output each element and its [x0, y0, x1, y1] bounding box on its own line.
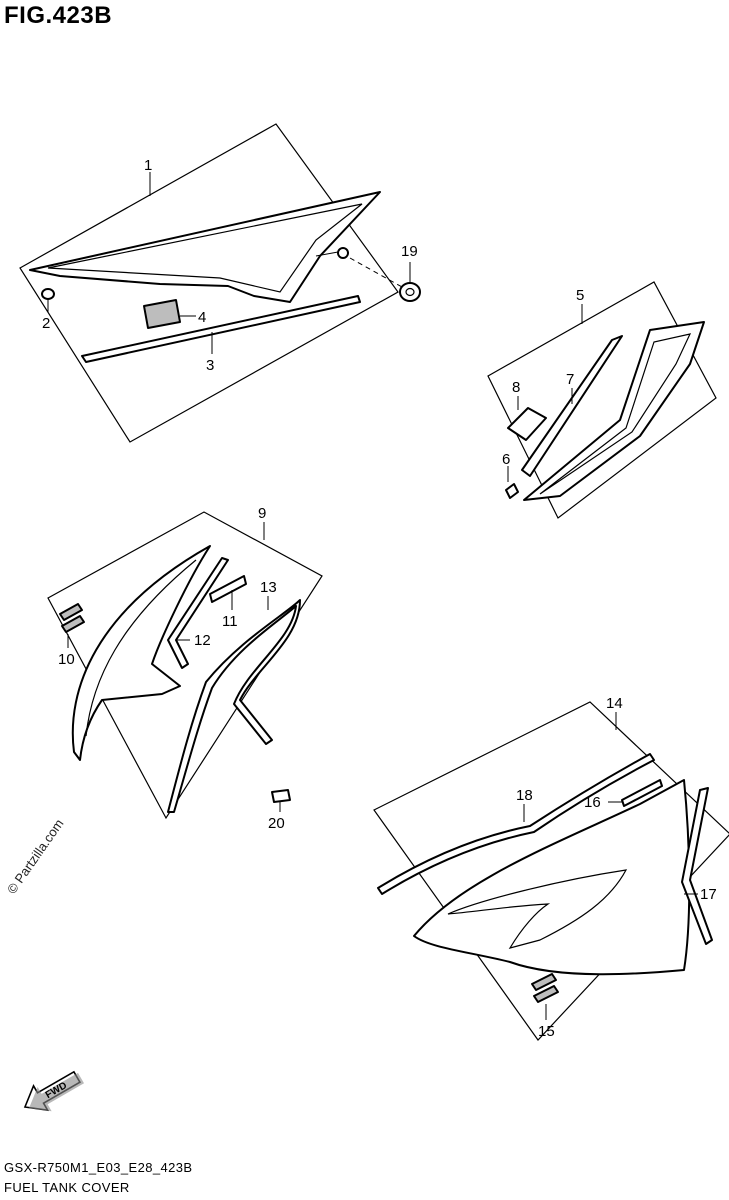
- part-7-strip[interactable]: [521, 335, 623, 477]
- assembly-box-1: [19, 123, 399, 443]
- fwd-arrow-icon: FWD: [23, 1070, 85, 1112]
- part-5-panel[interactable]: [523, 321, 705, 501]
- part-1-mount-boss: [337, 247, 349, 259]
- part-17-trim[interactable]: [681, 787, 713, 945]
- callout-17: 17: [700, 886, 717, 903]
- callout-2: 2: [42, 315, 50, 332]
- callout-13: 13: [260, 579, 277, 596]
- part-6-clip[interactable]: [505, 483, 519, 499]
- callout-7: 7: [566, 371, 574, 388]
- part-18-strip[interactable]: [377, 753, 655, 895]
- part-14-side-panel[interactable]: [413, 779, 691, 976]
- callout-14: 14: [606, 695, 623, 712]
- callout-4: 4: [198, 309, 206, 326]
- figure-title: FIG.423B: [4, 2, 113, 29]
- callout-3: 3: [206, 357, 214, 374]
- part-19-grommet-hole: [405, 287, 415, 297]
- part-3-trim-strip[interactable]: [81, 295, 361, 363]
- part-16-strip[interactable]: [621, 779, 663, 807]
- callout-6: 6: [502, 451, 510, 468]
- figure-caption: FUEL TANK COVER: [4, 1180, 130, 1195]
- part-4-mesh[interactable]: [143, 299, 181, 329]
- part-19-dashed-guide: [349, 257, 403, 288]
- assembly-box-9: [47, 511, 323, 820]
- part-9-inner-edge: [85, 559, 197, 737]
- model-code: GSX-R750M1_E03_E28_423B: [4, 1160, 193, 1175]
- assembly-box-14: [373, 701, 729, 1041]
- callout-18: 18: [516, 787, 533, 804]
- part-1-side-cover[interactable]: [29, 191, 381, 303]
- callout-5: 5: [576, 287, 584, 304]
- part-8-label[interactable]: [507, 407, 547, 441]
- part-13-trim[interactable]: [167, 599, 301, 813]
- callout-1: 1: [144, 157, 152, 174]
- part-10-emblem[interactable]: [59, 603, 85, 633]
- callout-10: 10: [58, 651, 75, 668]
- part-11-strip[interactable]: [209, 575, 247, 603]
- part-9-tank-cover[interactable]: [71, 545, 211, 761]
- callout-12: 12: [194, 632, 211, 649]
- part-15-emblem[interactable]: [531, 973, 559, 1003]
- callout-9: 9: [258, 505, 266, 522]
- part-1-inner-edge: [47, 203, 363, 293]
- callout-16: 16: [584, 794, 601, 811]
- part-2-clip[interactable]: [41, 288, 55, 300]
- callout-19: 19: [401, 243, 418, 260]
- part-19-grommet[interactable]: [399, 282, 421, 302]
- part-20-clip[interactable]: [271, 789, 291, 803]
- callout-20: 20: [268, 815, 285, 832]
- callout-15: 15: [538, 1023, 555, 1040]
- part-1-mount-bolt: [315, 251, 339, 257]
- callout-8: 8: [512, 379, 520, 396]
- callout-11: 11: [222, 613, 238, 630]
- part-5-panel-inner: [539, 333, 692, 495]
- assembly-box-5: [487, 281, 717, 519]
- part-14-inner-vent: [447, 869, 628, 949]
